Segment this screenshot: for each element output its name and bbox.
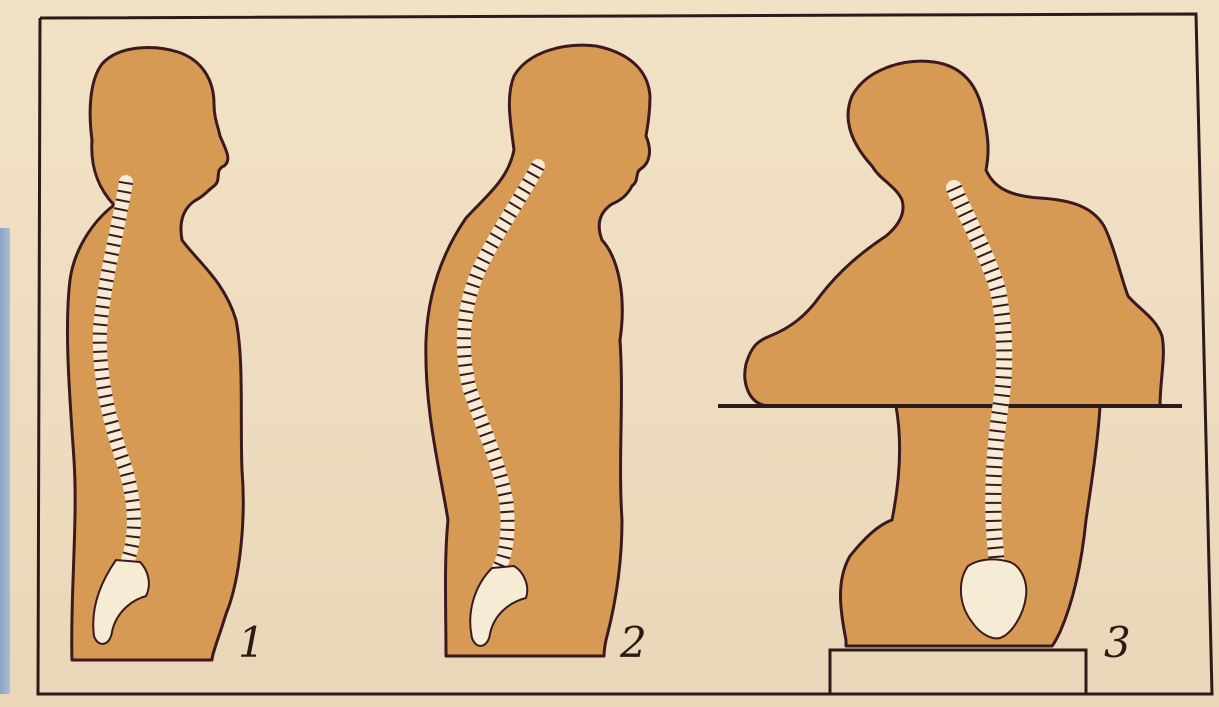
figure-3-silhouette	[745, 61, 1164, 646]
figure-3	[718, 61, 1182, 694]
figure-2-label: 2	[620, 622, 647, 664]
figure-1-label: 1	[238, 622, 265, 664]
figure-3-label: 3	[1104, 622, 1131, 664]
figure-1	[67, 48, 243, 660]
figure-2	[426, 45, 650, 656]
figure-3-seat	[830, 650, 1086, 694]
